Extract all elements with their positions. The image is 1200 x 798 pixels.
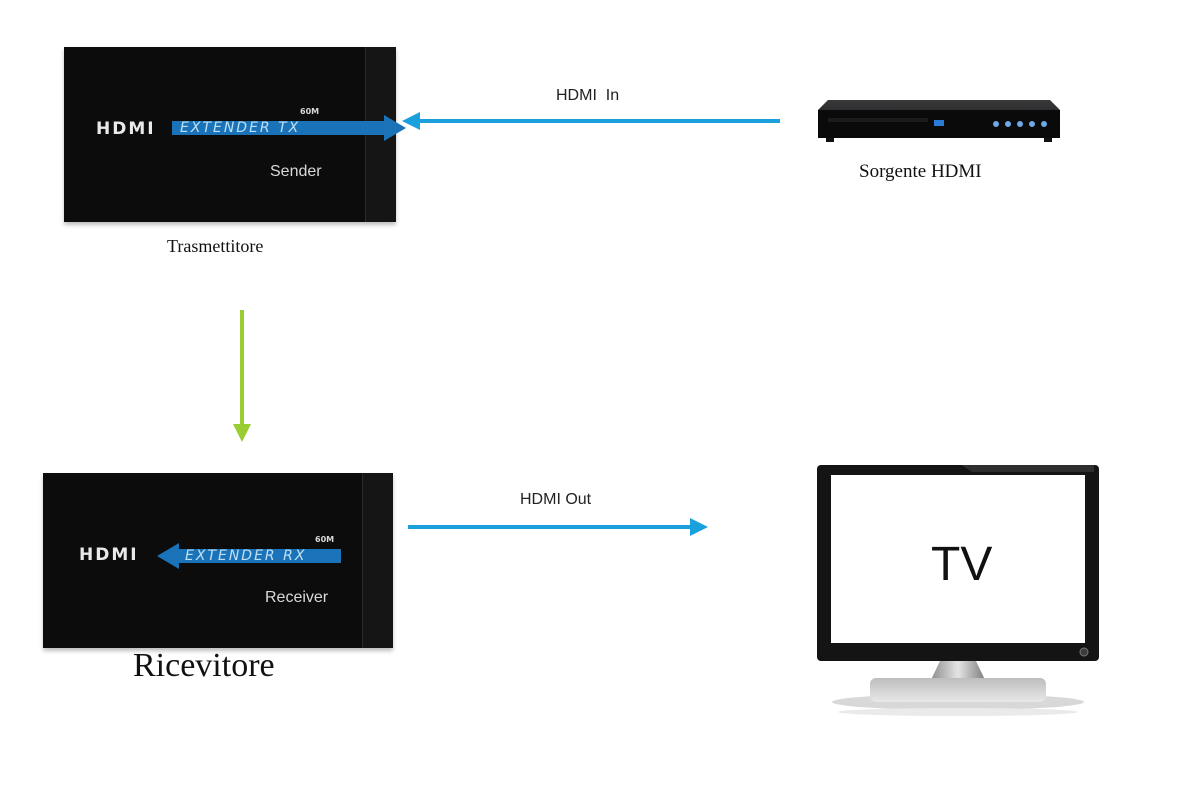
receiver-side-panel — [362, 473, 393, 648]
sender-extender-arrow-icon — [172, 115, 406, 141]
receiver-role-label: Receiver — [265, 589, 329, 606]
receiver-extender-label: EXTENDER RX — [185, 548, 307, 564]
receiver-distance-label: 60M — [315, 535, 335, 544]
receiver-caption: Ricevitore — [133, 647, 275, 684]
receiver-hdmi-logo: HDMI — [79, 545, 139, 565]
hdmi-out-arrow-icon — [408, 518, 708, 536]
receiver-unit: HDMI EXTENDER RX 60M Receiver — [43, 473, 393, 648]
receiver-extender-arrow-icon — [157, 543, 341, 569]
source-caption: Sorgente HDMI — [859, 161, 982, 182]
sender-distance-label: 60M — [300, 107, 320, 116]
tv-screen-label: TV — [931, 538, 993, 591]
bluray-player-icon — [818, 100, 1060, 142]
sender-extender-label: EXTENDER TX — [180, 120, 301, 136]
hdmi-out-label: HDMI Out — [520, 491, 592, 508]
flow-down-arrow-icon — [233, 310, 251, 442]
sender-caption: Trasmettitore — [167, 236, 264, 256]
hdmi-in-arrow-icon — [402, 112, 780, 130]
hdmi-in-label: HDMI In — [556, 87, 620, 104]
sender-role-label: Sender — [270, 163, 322, 180]
sender-unit: HDMI EXTENDER TX 60M Sender — [64, 47, 406, 222]
sender-hdmi-logo: HDMI — [96, 119, 156, 139]
monitor-icon — [817, 465, 1099, 716]
